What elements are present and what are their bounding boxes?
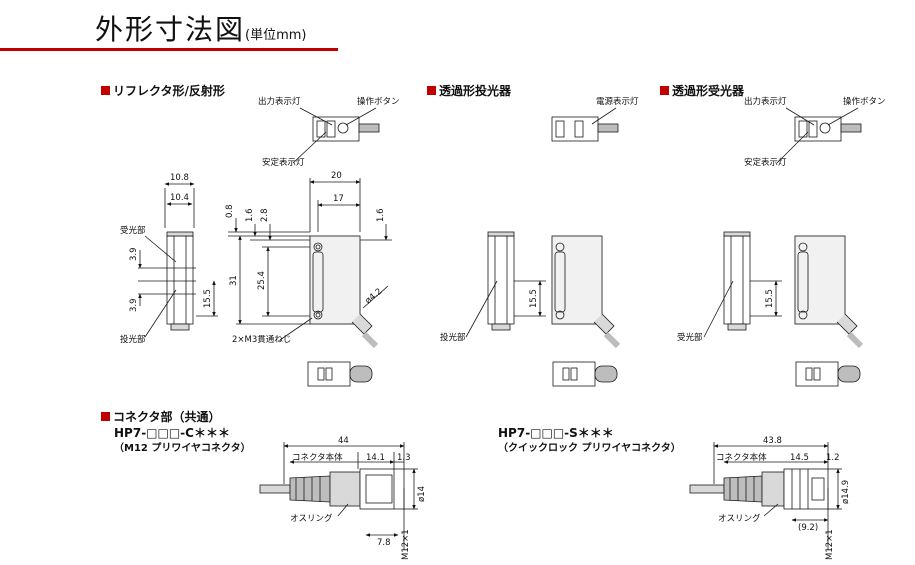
label-power-lamp: 電源表示灯 <box>596 96 639 107</box>
dim-14-1: 14.1 <box>366 453 385 463</box>
label-connector-body-s: コネクタ本体 <box>716 452 767 463</box>
section-emitter: 透過形投光器 <box>427 82 511 99</box>
label-output-lamp-rx: 出力表示灯 <box>744 96 787 107</box>
dim-dia-4-2: ø4.2 <box>364 287 385 307</box>
connector-s-model: HP7-□□□-S＊＊＊（クイックロック プリワイヤコネクタ） <box>498 426 681 454</box>
receiver-front-view <box>794 235 864 349</box>
connector-c-drawing <box>259 442 418 550</box>
dim-43-8: 43.8 <box>763 436 782 446</box>
receiver-top-view <box>776 107 862 164</box>
dim-7-8: 7.8 <box>377 538 391 548</box>
dim-20: 20 <box>331 171 342 181</box>
emitter-front-view <box>551 235 621 349</box>
dim-44: 44 <box>338 436 349 446</box>
dim-1-3: 1.3 <box>397 453 411 463</box>
dim-9-2: (9.2) <box>798 523 818 533</box>
label-emitter-part-tx: 投光部 <box>440 332 466 343</box>
connector-c-model: HP7-□□□-C＊＊＊（M12 プリワイヤコネクタ） <box>114 426 251 454</box>
unit-label: (単位mm) <box>245 28 307 43</box>
dim-14-5: 14.5 <box>790 453 809 463</box>
receiver-side-view <box>703 231 782 338</box>
dim-3-9-a: 3.9 <box>129 247 139 261</box>
reflector-top-view <box>292 107 380 164</box>
dim-10-4: 10.4 <box>170 193 189 203</box>
dim-dia-14: ø14 <box>417 486 427 502</box>
dim-17: 17 <box>333 194 344 204</box>
dim-2-8: 2.8 <box>260 208 270 222</box>
section-reflector: リフレクタ形/反射形 <box>101 82 225 99</box>
section-marker-icon <box>427 86 436 95</box>
reflector-bottom-view <box>307 361 373 387</box>
emitter-top-view <box>551 107 619 142</box>
section-marker-icon <box>101 86 110 95</box>
reflector-side-view <box>138 182 218 338</box>
dim-1-2: 1.2 <box>826 453 840 463</box>
dim-receiver-15-5: 15.5 <box>765 289 775 308</box>
label-output-lamp: 出力表示灯 <box>258 96 301 107</box>
label-connector-body-c: コネクタ本体 <box>292 452 343 463</box>
dim-10-8: 10.8 <box>170 173 189 183</box>
dim-dia-14-9: ø14.9 <box>841 480 851 504</box>
dim-m12-c: M12×1 <box>401 529 411 560</box>
dim-0-8: 0.8 <box>225 204 235 218</box>
dim-m12-s: M12×1 <box>825 529 835 560</box>
section-receiver: 透過形受光器 <box>660 82 744 99</box>
title-underline <box>0 48 338 51</box>
label-o-ring-c: オスリング <box>290 513 333 524</box>
dim-25-4: 25.4 <box>257 271 267 290</box>
page-title: 外形寸法図(単位mm) <box>95 13 307 46</box>
reflector-front-view <box>228 178 392 349</box>
dim-1-6-a: 1.6 <box>245 208 255 222</box>
label-stable-lamp: 安定表示灯 <box>262 157 305 168</box>
receiver-bottom-view <box>795 361 861 387</box>
dim-31: 31 <box>229 275 239 286</box>
dim-3-9-b: 3.9 <box>129 298 139 312</box>
label-emitter-part: 投光部 <box>120 334 146 345</box>
dim-15-5: 15.5 <box>203 289 213 308</box>
section-marker-icon <box>101 412 110 421</box>
label-o-ring-s: オスリング <box>718 513 761 524</box>
section-connector: コネクタ部（共通） <box>101 408 221 425</box>
label-receiver-part: 受光部 <box>120 225 146 236</box>
dim-1-6-b: 1.6 <box>376 208 386 222</box>
emitter-side-view <box>465 231 546 338</box>
label-operation-button-rx: 操作ボタン <box>843 96 886 107</box>
label-screw-hole: 2×M3貫通ねじ <box>232 334 291 345</box>
section-marker-icon <box>660 86 669 95</box>
connector-s-drawing <box>689 442 842 550</box>
emitter-bottom-view <box>552 361 618 387</box>
label-operation-button: 操作ボタン <box>357 96 400 107</box>
label-stable-lamp-rx: 安定表示灯 <box>744 157 787 168</box>
dim-emitter-15-5: 15.5 <box>529 289 539 308</box>
label-receiver-part-rx: 受光部 <box>677 332 703 343</box>
